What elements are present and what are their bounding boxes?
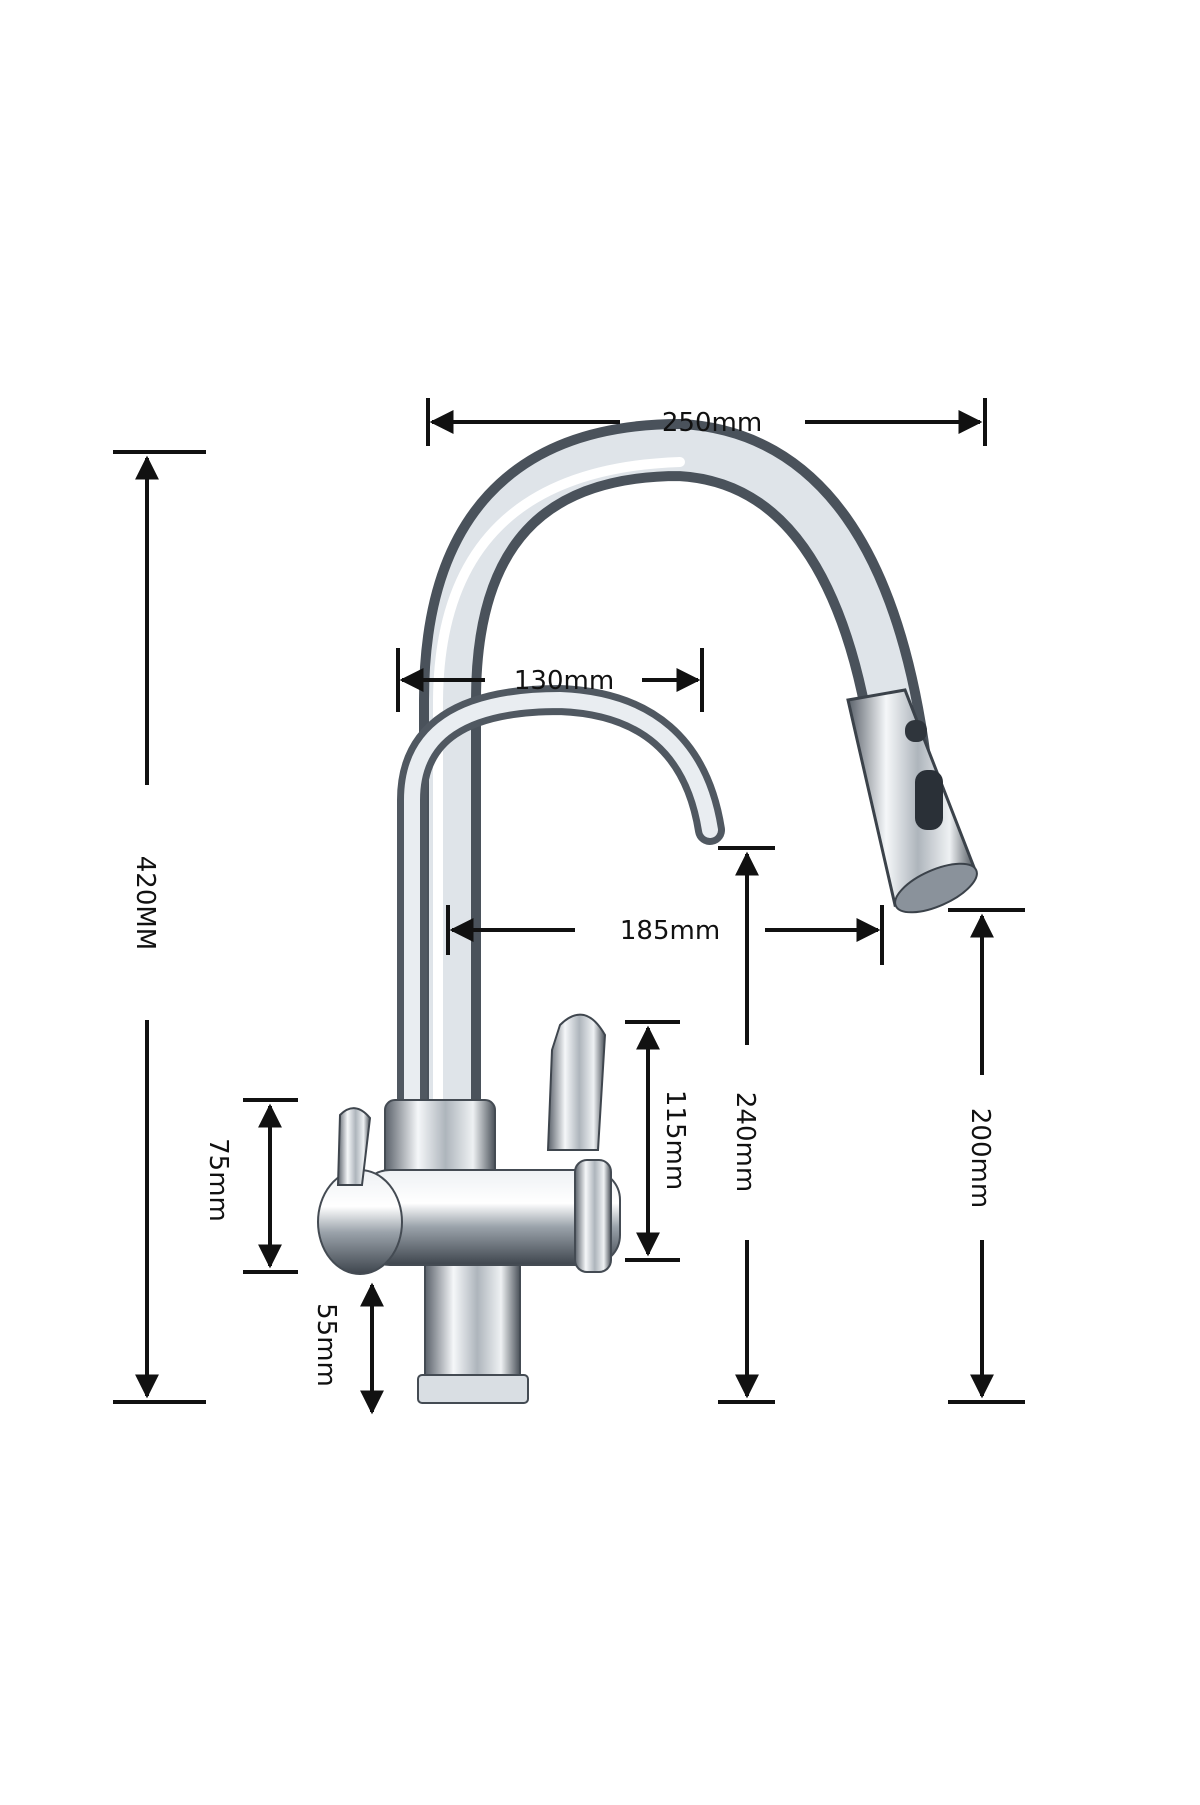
label-130: 130mm	[514, 666, 614, 696]
label-115: 115mm	[660, 1090, 690, 1190]
label-75: 75mm	[203, 1138, 233, 1222]
spray-head	[846, 688, 978, 914]
faucet-illustration	[317, 418, 978, 1404]
label-250: 250mm	[662, 408, 762, 438]
label-55: 55mm	[311, 1303, 341, 1387]
label-420: 420MM	[130, 856, 160, 951]
right-lever-handle	[546, 1013, 607, 1151]
label-240: 240mm	[730, 1092, 760, 1192]
faucet-base	[424, 1264, 521, 1396]
label-200: 200mm	[965, 1108, 995, 1208]
label-185: 185mm	[620, 916, 720, 946]
left-lever-handle	[336, 1107, 372, 1186]
dimension-lines	[113, 398, 1025, 1415]
dimension-labels: 420MM 250mm 130mm 185mm 240mm 200mm 115m…	[130, 408, 995, 1387]
